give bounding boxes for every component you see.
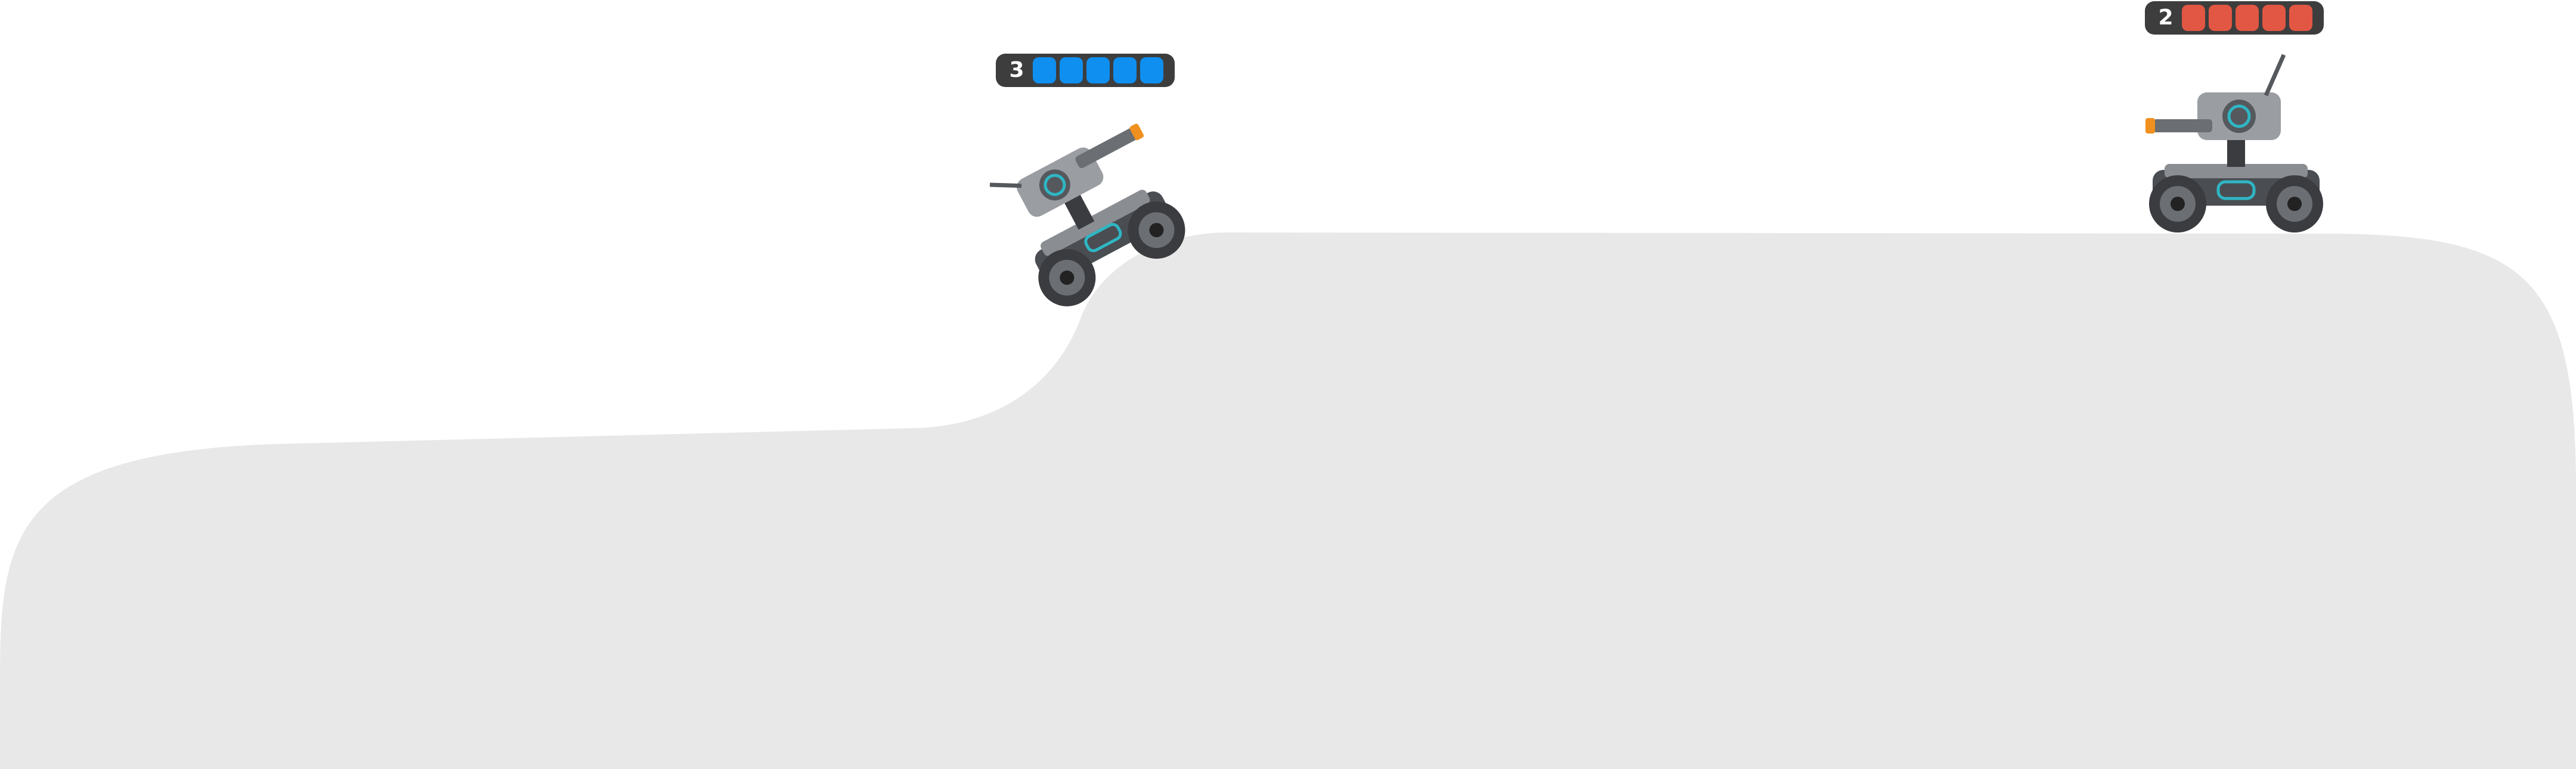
hp-segment	[1086, 57, 1110, 83]
hp-segment	[2209, 5, 2232, 31]
hp-segment	[1113, 57, 1137, 83]
hp-segment	[1033, 57, 1056, 83]
lives-count-left: 3	[1009, 58, 1024, 82]
robot-tank-icon	[990, 123, 1185, 306]
terrain-hill	[0, 232, 2576, 769]
robot-tank-icon	[2145, 54, 2323, 232]
hp-segment	[1140, 57, 1163, 83]
hp-segment	[2289, 5, 2312, 31]
hp-segment	[2236, 5, 2259, 31]
hp-bar-left: 3	[996, 54, 1175, 87]
hp-bar-right: 2	[2145, 1, 2324, 35]
hp-segment	[2262, 5, 2286, 31]
hp-segment	[1060, 57, 1083, 83]
lives-count-right: 2	[2158, 5, 2174, 30]
hp-segment	[2182, 5, 2205, 31]
